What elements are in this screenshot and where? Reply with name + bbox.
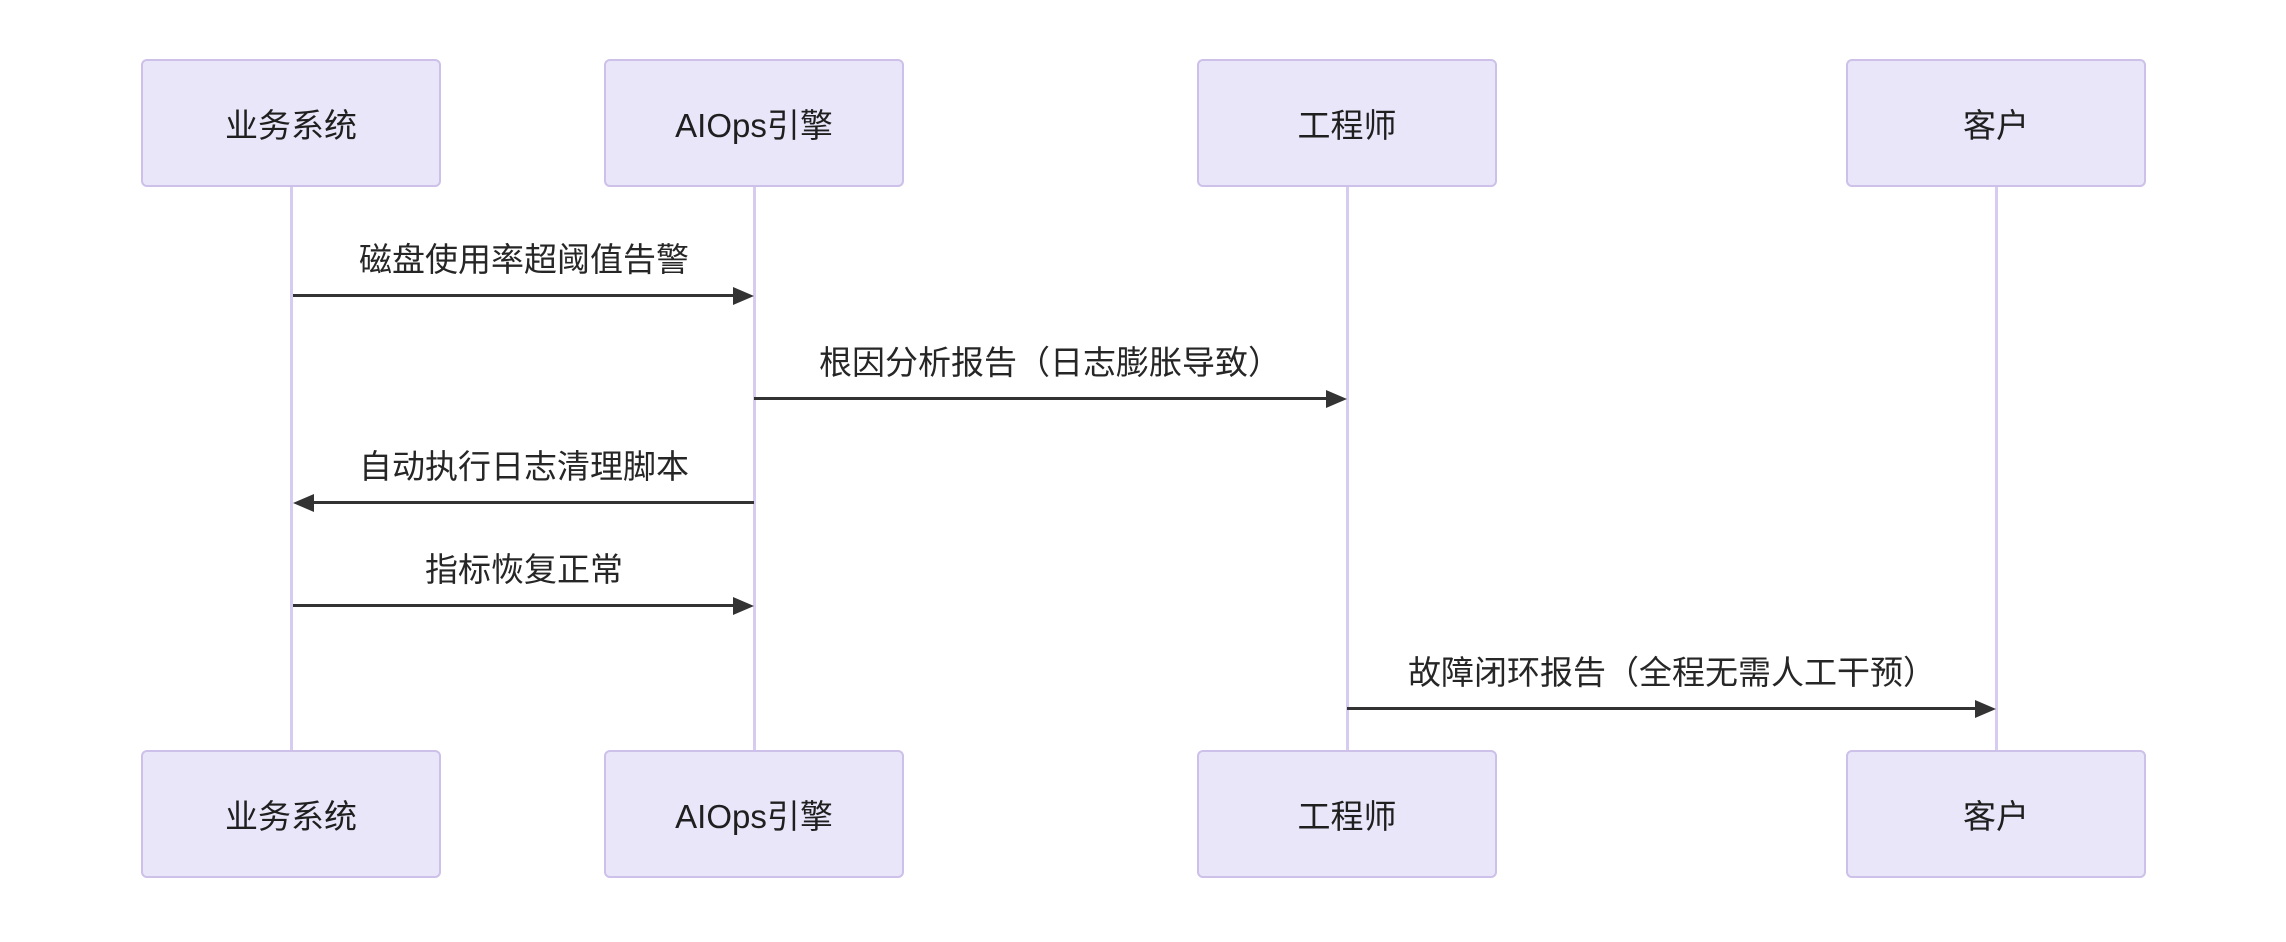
actor-label: 业务系统 <box>225 798 357 835</box>
actor-bottom-engineer: 工程师 <box>1197 750 1497 878</box>
actor-label: 工程师 <box>1297 107 1397 144</box>
message-label: 故障闭环报告（全程无需人工干预） <box>1408 654 1936 691</box>
actor-label: AIOps引擎 <box>675 107 833 144</box>
lifeline-aiops-engine <box>753 187 756 750</box>
message-line <box>754 397 1334 400</box>
message-label: 指标恢复正常 <box>425 551 623 588</box>
message-line <box>293 294 741 297</box>
arrowhead-right-icon <box>1326 390 1347 408</box>
actor-label: AIOps引擎 <box>675 798 833 835</box>
message-label: 根因分析报告（日志膨胀导致） <box>819 344 1281 381</box>
actor-top-business-system: 业务系统 <box>141 59 441 187</box>
arrowhead-right-icon <box>733 287 754 305</box>
message-line <box>293 604 741 607</box>
arrowhead-right-icon <box>733 597 754 615</box>
actor-label: 客户 <box>1963 107 2029 144</box>
actor-label: 业务系统 <box>225 107 357 144</box>
lifeline-business-system <box>290 187 293 750</box>
actor-bottom-business-system: 业务系统 <box>141 750 441 878</box>
lifeline-engineer <box>1346 187 1349 750</box>
actor-top-aiops-engine: AIOps引擎 <box>604 59 904 187</box>
actor-bottom-aiops-engine: AIOps引擎 <box>604 750 904 878</box>
actor-label: 工程师 <box>1297 798 1397 835</box>
actor-label: 客户 <box>1963 798 2029 835</box>
arrowhead-left-icon <box>293 494 314 512</box>
message-line <box>1347 707 1983 710</box>
arrowhead-right-icon <box>1975 700 1996 718</box>
message-label: 磁盘使用率超阈值告警 <box>359 241 689 278</box>
actor-bottom-customer: 客户 <box>1846 750 2146 878</box>
message-line <box>306 501 754 504</box>
lifeline-customer <box>1995 187 1998 750</box>
actor-top-customer: 客户 <box>1846 59 2146 187</box>
message-label: 自动执行日志清理脚本 <box>359 448 689 485</box>
actor-top-engineer: 工程师 <box>1197 59 1497 187</box>
